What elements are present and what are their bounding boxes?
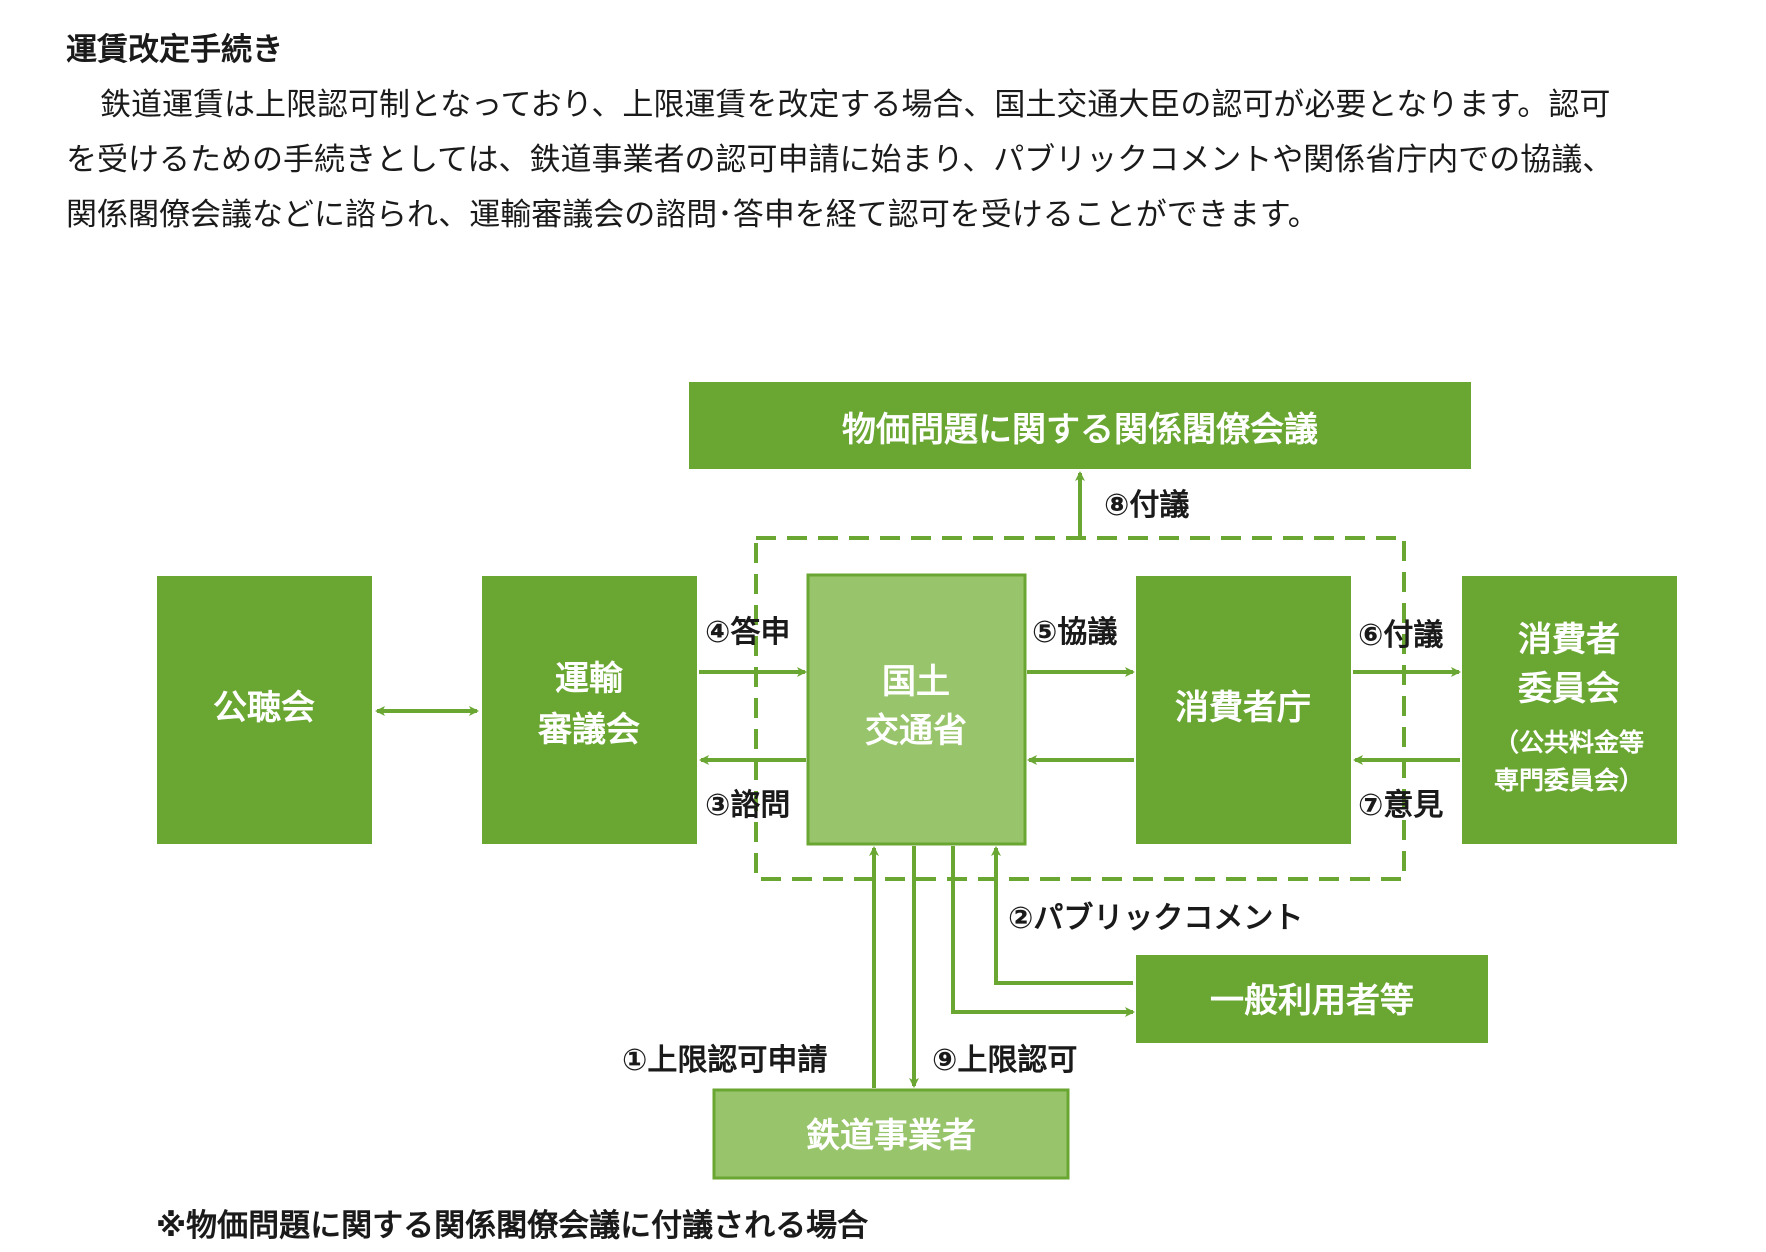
page-heading: 運賃改定手続き xyxy=(66,32,283,68)
footnote: ※物価問題に関する関係閣僚会議に付議される場合 xyxy=(156,1208,869,1244)
mlit-label-1: 国土 xyxy=(882,662,950,702)
mlit-box xyxy=(806,573,1027,846)
step-8-label: ⑧付議 xyxy=(1104,488,1189,523)
public-hearing-box xyxy=(157,576,372,844)
step-1-label: ①上限認可申請 xyxy=(622,1043,827,1078)
step-2-label: ②パブリックコメント xyxy=(1008,901,1303,936)
step-7-label: ⑦意見 xyxy=(1358,788,1443,823)
public-hearing-label: 公聴会 xyxy=(213,688,315,728)
cabinet-meeting-box xyxy=(689,382,1471,469)
consumer-affairs-agency-label: 消費者庁 xyxy=(1175,688,1311,728)
paragraph-line-2: を受けるための手続きとしては、鉄道事業者の認可申請に始まり、パブリックコメントや… xyxy=(66,142,1614,178)
paragraph-line-3: 関係閣僚会議などに諮られ、運輸審議会の諮問･答申を経て認可を受けることができます… xyxy=(66,197,1319,233)
step-5-label: ⑤協議 xyxy=(1032,615,1117,650)
mlit-label-2: 交通省 xyxy=(865,711,967,751)
consumer-commission-label-2: 委員会 xyxy=(1518,669,1620,709)
railway-operator-label: 鉄道事業者 xyxy=(806,1116,976,1156)
description-paragraph: 鉄道運賃は上限認可制となっており、上限運賃を改定する場合、国土交通大臣の認可が必… xyxy=(66,78,1756,243)
consumer-commission-sub-2: 専門委員会） xyxy=(1494,766,1644,795)
transport-council-box xyxy=(482,576,697,844)
public-comment-arrow xyxy=(991,846,1133,985)
consumer-affairs-agency-box xyxy=(1136,576,1351,844)
step-4-label: ④答申 xyxy=(705,615,790,650)
railway-operator-box xyxy=(712,1088,1070,1180)
paragraph-line-1: 鉄道運賃は上限認可制となっており、上限運賃を改定する場合、国土交通大臣の認可が必… xyxy=(100,87,1611,123)
general-users-box xyxy=(1136,955,1488,1043)
cabinet-meeting-label: 物価問題に関する関係閣僚会議 xyxy=(842,410,1318,450)
consumer-commission-sub-1: （公共料金等 xyxy=(1494,728,1644,757)
step-3-label: ③諮問 xyxy=(705,788,790,823)
step-6-label: ⑥付議 xyxy=(1358,618,1443,653)
general-users-label: 一般利用者等 xyxy=(1210,981,1414,1021)
consumer-commission-label-1: 消費者 xyxy=(1518,620,1620,660)
transport-council-label-2: 審議会 xyxy=(537,710,640,750)
public-notice-arrow xyxy=(951,846,1135,1017)
consumer-commission-box xyxy=(1462,576,1677,844)
transport-council-label-1: 運輸 xyxy=(555,659,624,699)
step-9-label: ⑨上限認可 xyxy=(932,1043,1077,1078)
